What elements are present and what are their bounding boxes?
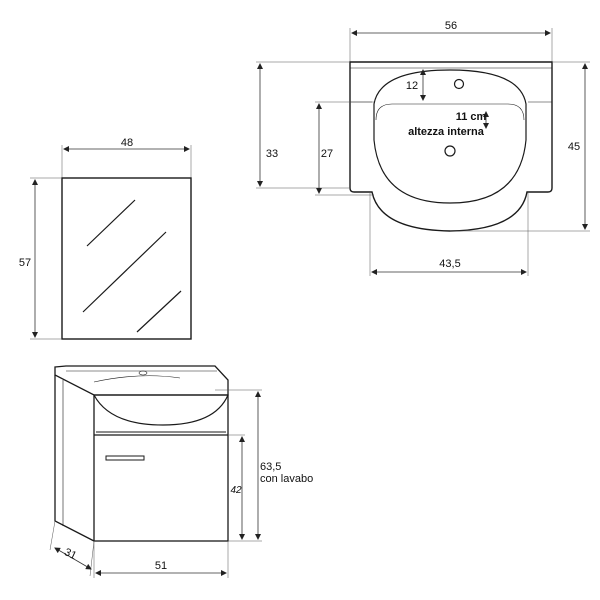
bowl-width-label: 43,5 (439, 258, 460, 270)
tap-offset-label: 12 (406, 80, 418, 92)
cabinet-width-label: 51 (155, 560, 167, 572)
inner-height-caption: altezza interna (408, 126, 485, 138)
mirror-glare-line (86, 199, 136, 247)
cabinet-view: 42 63,5 con lavabo 51 31 (49, 365, 313, 578)
total-height-value: 63,5 (260, 461, 281, 473)
mirror-glare-line (82, 231, 167, 313)
extension-line (89, 540, 95, 577)
extension-line (49, 520, 56, 551)
cabinet-side-panel (54, 375, 95, 542)
bowl-inner-rim (375, 103, 525, 121)
outer-depth-label: 33 (266, 148, 278, 160)
cabinet-tap-hole (138, 370, 148, 376)
mirror-glare-line (136, 290, 182, 333)
cabinet-depth-label: 31 (62, 546, 78, 562)
total-height-caption: con lavabo (260, 473, 313, 485)
tap-hole (453, 78, 465, 90)
door-handle (105, 455, 145, 461)
basin-width-label: 56 (445, 20, 457, 32)
basin-bowl-front (93, 375, 181, 383)
drain-hole (444, 145, 456, 157)
cabinet-basin-top (54, 365, 229, 396)
mirror-width-label: 48 (121, 137, 133, 149)
mirror-frame (61, 177, 192, 340)
cabinet-depth-dimension-line (54, 547, 92, 570)
inner-height-value: 11 cm (456, 111, 487, 123)
door-height-label: 42 (230, 485, 242, 496)
basin-height-label: 45 (568, 141, 580, 153)
mirror-view: 48 57 (19, 137, 192, 340)
basin-top-view: 56 12 11 cm altezza interna 33 27 45 (256, 20, 590, 276)
basin-underside (93, 394, 229, 426)
mirror-height-label: 57 (19, 257, 31, 269)
cabinet-front (93, 394, 229, 542)
inner-depth-label: 27 (321, 148, 333, 160)
